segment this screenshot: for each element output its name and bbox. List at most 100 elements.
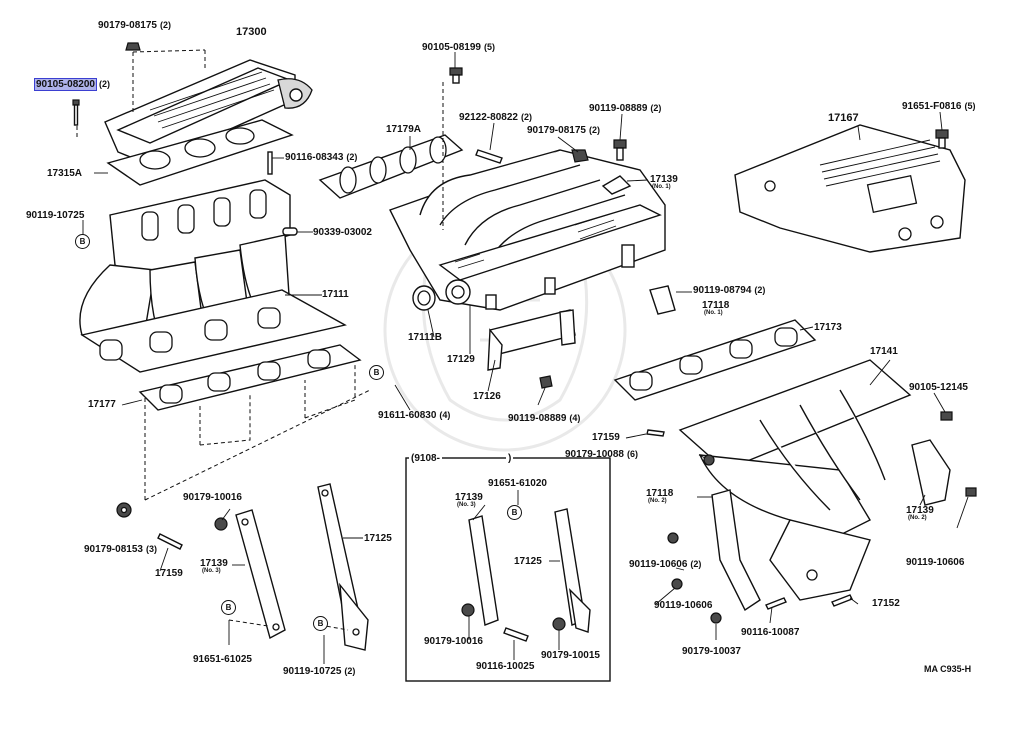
nut-icon[interactable] (214, 517, 228, 531)
label-90179-10088[interactable]: 90179-10088(6) (565, 449, 638, 460)
label-17159-right[interactable]: 17159 (592, 432, 620, 443)
part-17111-intake-manifold[interactable] (79, 179, 347, 373)
inset-label-17139[interactable]: 17139(No. 3) (455, 492, 483, 508)
bolt-icon[interactable] (940, 411, 953, 421)
part-17173-gasket[interactable] (613, 319, 817, 401)
label-90119-10606-right[interactable]: 90119-10606 (906, 557, 965, 568)
part-17300-intake-cover[interactable] (104, 59, 313, 166)
bolt-icon[interactable] (671, 578, 683, 590)
label-17141[interactable]: 17141 (870, 346, 898, 357)
inset-label-91651-61020[interactable]: 91651-61020 (488, 478, 547, 489)
label-17118-no1[interactable]: 17118(No. 1) (702, 300, 730, 316)
label-17125[interactable]: 17125 (364, 533, 392, 544)
label-90119-10606-low[interactable]: 90119-10606 (654, 600, 713, 611)
label-92122-80822[interactable]: 92122-80822(2) (459, 112, 532, 123)
bracket-17118-no1[interactable] (649, 285, 676, 315)
nut-icon[interactable] (552, 617, 566, 631)
nut-icon[interactable] (461, 603, 475, 617)
label-17177[interactable]: 17177 (88, 399, 116, 410)
label-91611-60830[interactable]: 91611-60830(4) (378, 410, 451, 421)
label-91651-61025[interactable]: 91651-61025 (193, 654, 252, 665)
bolt-icon[interactable] (667, 532, 679, 544)
pin-icon[interactable] (282, 227, 298, 236)
label-17139-no2[interactable]: 17139(No. 2) (906, 505, 934, 521)
label-17129[interactable]: 17129 (447, 354, 475, 365)
part-17111B-ring[interactable] (412, 285, 436, 311)
inset-label-90179-10016[interactable]: 90179-10016 (424, 636, 483, 647)
label-90179-10037[interactable]: 90179-10037 (682, 646, 741, 657)
label-90179-08175-top[interactable]: 90179-08175(2) (98, 20, 171, 31)
part-17139-bracket-no2[interactable] (911, 439, 951, 506)
label-17111[interactable]: 17111 (322, 289, 349, 300)
label-90116-10087[interactable]: 90116-10087 (741, 627, 800, 638)
stud-icon[interactable] (503, 627, 529, 642)
label-17173[interactable]: 17173 (814, 322, 842, 333)
nut-icon[interactable] (116, 502, 132, 518)
label-90116-08343[interactable]: 90116-08343(2) (285, 152, 358, 163)
part-17141-exhaust-manifold[interactable] (678, 359, 912, 601)
nut-icon[interactable] (125, 42, 141, 51)
callout-b-circle[interactable]: B (221, 600, 236, 615)
label-91651-F0816[interactable]: 91651-F0816(5) (902, 101, 976, 112)
stud-icon[interactable] (157, 533, 183, 550)
bolt-icon[interactable] (449, 67, 463, 84)
nut-icon[interactable] (571, 149, 589, 163)
part-17167-engine-cover[interactable] (734, 124, 966, 253)
stud-icon[interactable] (831, 594, 853, 607)
nut-icon[interactable] (710, 612, 722, 624)
label-90119-10725-low[interactable]: 90119-10725(2) (283, 666, 356, 677)
label-90119-10606-mid[interactable]: 90119-10606(2) (629, 559, 702, 570)
label-90179-10016[interactable]: 90179-10016 (183, 492, 242, 503)
callout-b-circle[interactable]: B (369, 365, 384, 380)
bolt-icon[interactable] (613, 139, 627, 161)
label-17118-no2[interactable]: 17118(No. 2) (646, 488, 674, 504)
stud-icon[interactable] (475, 149, 503, 164)
selected-part-highlight[interactable]: 90105-08200 (34, 78, 97, 91)
part-17129-intake-chamber[interactable] (389, 149, 666, 311)
part-17139-stay-no3[interactable] (235, 509, 286, 640)
part-17125-stay[interactable] (317, 483, 369, 651)
callout-b-circle[interactable]: B (75, 234, 90, 249)
label-90105-08200-selected[interactable]: 90105-08200(2) (34, 78, 110, 91)
label-17139-no3[interactable]: 17139(No. 3) (200, 558, 228, 574)
inset-part-17125-stay[interactable] (554, 508, 591, 633)
inset-label-90116-10025[interactable]: 90116-10025 (476, 661, 535, 672)
label-17315A[interactable]: 17315A (47, 168, 83, 179)
bolt-icon[interactable] (965, 487, 977, 497)
label-17139-no1[interactable]: 17139(No. 1) (650, 174, 678, 190)
label-17111B[interactable]: 17111B (408, 332, 442, 343)
part-17126-bracket[interactable] (487, 309, 576, 371)
label-17179A[interactable]: 17179A (386, 124, 422, 135)
label-17159-left[interactable]: 17159 (155, 568, 183, 579)
bracket-17139-no1[interactable] (601, 175, 632, 195)
bolt-icon[interactable] (539, 375, 553, 389)
bolt-icon[interactable] (72, 99, 80, 126)
label-17126[interactable]: 17126 (473, 391, 501, 402)
inset-part-17139-stay[interactable] (468, 515, 499, 626)
label-90179-08175-mid[interactable]: 90179-08175(2) (527, 125, 600, 136)
inset-label-17125[interactable]: 17125 (514, 556, 542, 567)
inset-label-90179-10015[interactable]: 90179-10015 (541, 650, 600, 661)
callout-b-circle[interactable]: B (507, 505, 522, 520)
label-90119-08794[interactable]: 90119-08794(2) (693, 285, 766, 296)
label-90179-08153[interactable]: 90179-08153(3) (84, 544, 157, 555)
label-17300[interactable]: 17300 (236, 26, 267, 38)
bolt-icon[interactable] (935, 129, 949, 149)
part-17118-bracket-no2[interactable] (711, 489, 761, 612)
label-90105-12145[interactable]: 90105-12145 (909, 382, 968, 393)
label-90105-08199[interactable]: 90105-08199(5) (422, 42, 495, 53)
label-90119-10725[interactable]: 90119-10725 (26, 210, 85, 221)
label-90119-08889-top[interactable]: 90119-08889(2) (589, 103, 662, 114)
label-90339-03002[interactable]: 90339-03002 (313, 227, 372, 238)
label-17152[interactable]: 17152 (872, 598, 900, 609)
label-90119-08889-low[interactable]: 90119-08889(4) (508, 413, 581, 424)
part-17177-gasket[interactable] (138, 344, 362, 411)
nut-icon[interactable] (703, 454, 715, 466)
stud-icon[interactable] (267, 151, 273, 175)
callout-b-circle[interactable]: B (313, 616, 328, 631)
stud-icon[interactable] (765, 597, 787, 610)
part-17315A-gasket[interactable] (106, 119, 294, 186)
part-17179A-gasket[interactable] (318, 134, 464, 199)
label-17167[interactable]: 17167 (828, 112, 859, 124)
stud-icon[interactable] (646, 429, 665, 437)
